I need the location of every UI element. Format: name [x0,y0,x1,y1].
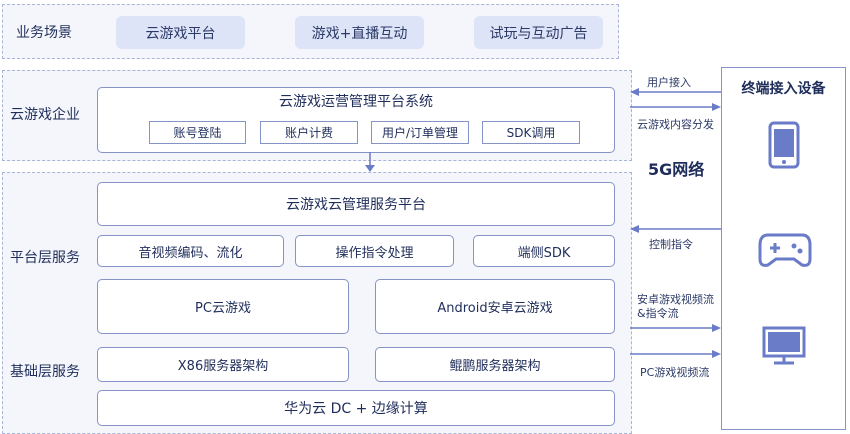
scenario-cloud-gaming[interactable]: 云游戏平台 [116,16,245,49]
module-client-sdk: 端侧SDK [473,235,615,267]
device-panel-title: 终端接入设备 [741,81,826,97]
module-av-encoding: 音视频编码、流化 [97,235,284,267]
label-user-access: 用户接入 [647,76,691,89]
kunpeng-architecture: 鲲鹏服务器架构 [375,347,615,382]
network-5g-title: 5G网络 [648,160,705,179]
platform-label: 平台层服务 [10,250,80,266]
x86-architecture: X86服务器架构 [97,347,349,382]
arrow-pc-stream [630,350,721,358]
down-arrow [365,152,375,172]
android-cloud-gaming: Android安卓云游戏 [375,279,615,334]
arrow-user-access [630,88,721,96]
enterprise-label: 云游戏企业 [10,107,80,123]
gamepad-icon [758,233,812,267]
module-user-order: 用户/订单管理 [371,121,469,144]
arrow-control [630,225,721,233]
label-android-stream: 安卓游戏视频流 &指令流 [637,293,714,320]
module-command-processing: 操作指令处理 [295,235,454,267]
phone-icon [768,121,800,169]
cloud-mgmt-platform: 云游戏云管理服务平台 [97,182,615,226]
monitor-icon [762,326,806,365]
module-account-login: 账号登陆 [149,121,246,144]
device-panel [721,67,846,430]
label-content-dist: 云游戏内容分发 [637,118,714,131]
arrow-content-dist [630,103,721,111]
module-sdk: SDK调用 [482,121,580,144]
business-label: 业务场景 [16,25,72,41]
huawei-cloud-dc: 华为云 DC + 边缘计算 [97,390,615,426]
scenario-ads[interactable]: 试玩与互动广告 [474,16,603,49]
pc-cloud-gaming: PC云游戏 [97,279,349,334]
arrow-android-stream [630,324,721,332]
module-billing: 账户计费 [260,121,358,144]
scenario-live-interaction[interactable]: 游戏+直播互动 [295,16,424,49]
infra-label: 基础层服务 [10,364,80,380]
label-pc-stream: PC游戏视频流 [640,366,710,379]
label-control: 控制指令 [649,238,693,251]
ops-system-title: 云游戏运营管理平台系统 [279,94,433,110]
